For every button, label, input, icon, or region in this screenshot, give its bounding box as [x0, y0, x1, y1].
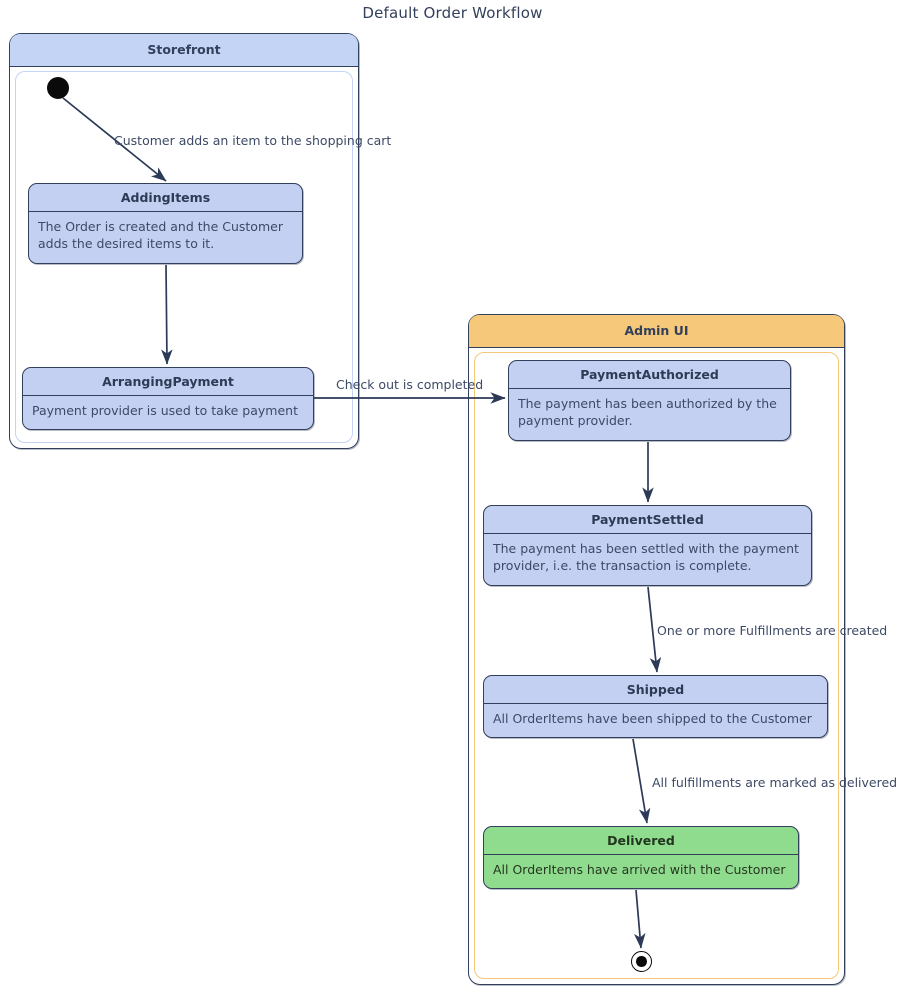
state-adding-items[interactable]: AddingItems The Order is created and the…: [28, 183, 303, 264]
state-shipped[interactable]: Shipped All OrderItems have been shipped…: [483, 675, 828, 738]
composite-state-admin-ui-label: Admin UI: [469, 315, 844, 348]
state-shipped-name: Shipped: [484, 676, 827, 704]
state-payment-settled-name: PaymentSettled: [484, 506, 811, 534]
edge-label-fulfillments-delivered: All fulfillments are marked as delivered: [652, 775, 898, 790]
state-payment-authorized-description: The payment has been authorized by the p…: [518, 396, 777, 428]
state-delivered-description: All OrderItems have arrived with the Cus…: [493, 862, 786, 877]
edge-label-customer-adds-item: Customer adds an item to the shopping ca…: [114, 133, 392, 148]
state-shipped-description: All OrderItems have been shipped to the …: [493, 711, 812, 726]
final-state-node[interactable]: [631, 951, 652, 972]
state-arranging-payment-name: ArrangingPayment: [23, 368, 313, 396]
state-delivered[interactable]: Delivered All OrderItems have arrived wi…: [483, 826, 799, 889]
composite-state-storefront-label: Storefront: [10, 34, 358, 67]
state-arranging-payment-description: Payment provider is used to take payment: [32, 403, 298, 418]
state-payment-authorized[interactable]: PaymentAuthorized The payment has been a…: [508, 360, 791, 441]
state-arranging-payment[interactable]: ArrangingPayment Payment provider is use…: [22, 367, 314, 430]
state-adding-items-description: The Order is created and the Customer ad…: [38, 219, 283, 251]
edge-label-check-out-completed: Check out is completed: [336, 377, 484, 392]
edge-label-fulfillments-created: One or more Fulfillments are created: [657, 623, 888, 638]
state-payment-authorized-name: PaymentAuthorized: [509, 361, 790, 389]
state-payment-settled-description: The payment has been settled with the pa…: [493, 541, 799, 573]
page-title: Default Order Workflow: [362, 4, 543, 22]
initial-state-node[interactable]: [47, 77, 69, 99]
state-delivered-name: Delivered: [484, 827, 798, 855]
state-adding-items-name: AddingItems: [29, 184, 302, 212]
state-payment-settled[interactable]: PaymentSettled The payment has been sett…: [483, 505, 812, 586]
